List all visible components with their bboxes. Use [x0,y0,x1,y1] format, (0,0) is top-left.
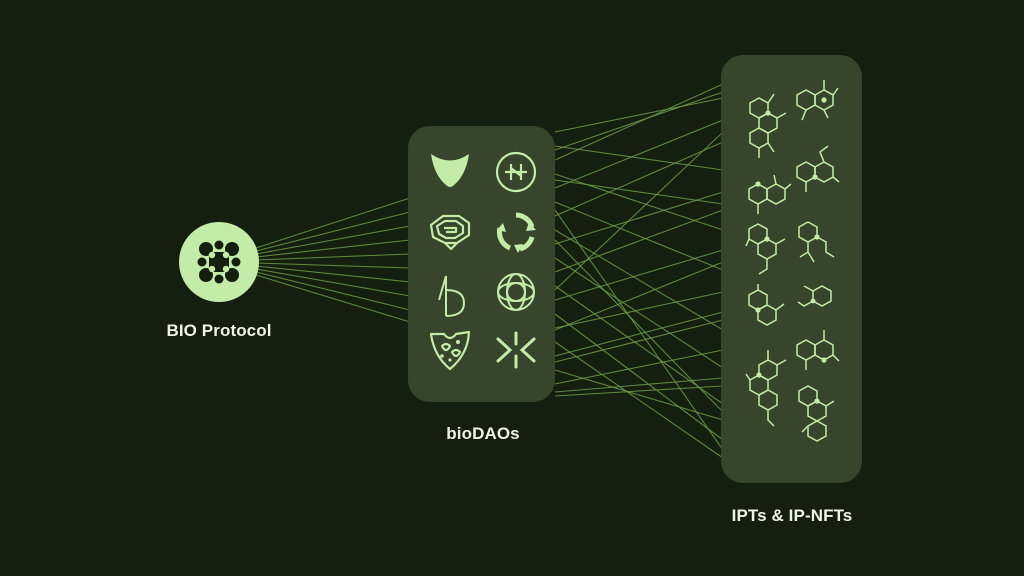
chevron-split-logo-icon [496,331,536,369]
ipts-label: IPTs & IP-NFTs [731,506,853,525]
connection-line [554,311,724,357]
connection-line [554,209,724,273]
biodaos-label: bioDAOs [446,424,520,443]
connection-line [255,239,411,258]
connection-line [554,385,724,397]
connection-line [554,239,724,413]
molecule-structure-icon [796,80,839,121]
molecule-structure-icon [798,385,835,442]
connection-line [554,191,724,245]
connection-line [255,225,411,255]
connection-line [554,341,724,459]
connection-line [554,285,724,405]
molecule-structure-icon [796,330,840,370]
connection-line [554,291,724,329]
connection-line [554,319,724,363]
connection-line [554,145,724,171]
connection-line [554,119,724,189]
brain-maze-logo-icon [429,214,471,251]
connection-line [554,97,724,133]
molecule-structure-icon [748,174,792,214]
molecule-structure-icon [745,350,787,427]
ipts-panel [721,55,862,483]
connection-line [255,197,411,249]
leaf-shield-logo-icon [429,330,471,371]
connection-line [255,211,411,252]
connection-line [554,257,724,369]
connection-line [554,229,724,331]
connection-line [554,209,724,451]
ring-arrows-logo-icon [497,212,536,253]
arrow-d-logo-icon [438,275,466,317]
connection-line [255,274,411,323]
valley-dao-logo-icon [431,154,469,187]
petal-flower-logo-icon [497,273,535,311]
connection-line [554,179,724,205]
connection-line [554,377,724,393]
bio-protocol-label: BIO Protocol [166,321,272,340]
circle-h-logo-icon [495,151,537,193]
molecule-structure-icon [797,285,832,307]
connection-line [554,313,724,441]
bio-protocol-logo-icon [197,240,241,284]
connection-line [554,261,724,331]
connection-line [554,173,724,231]
connection-line [554,141,724,217]
molecule-structure-icon [745,223,786,275]
connection-line [554,91,724,151]
molecule-structure-icon [798,221,835,263]
connection-line [554,249,724,301]
connection-line [255,262,411,269]
molecule-structure-icon [749,93,787,158]
bio-protocol-node [179,222,259,302]
connection-line [255,265,411,283]
molecule-structure-icon [748,284,785,326]
connection-line [255,271,411,311]
connection-line [554,131,724,291]
connection-line [255,253,411,261]
molecule-structure-icon [796,145,840,192]
connection-line [255,268,411,297]
connection-line [554,83,724,161]
connection-line [554,349,724,385]
